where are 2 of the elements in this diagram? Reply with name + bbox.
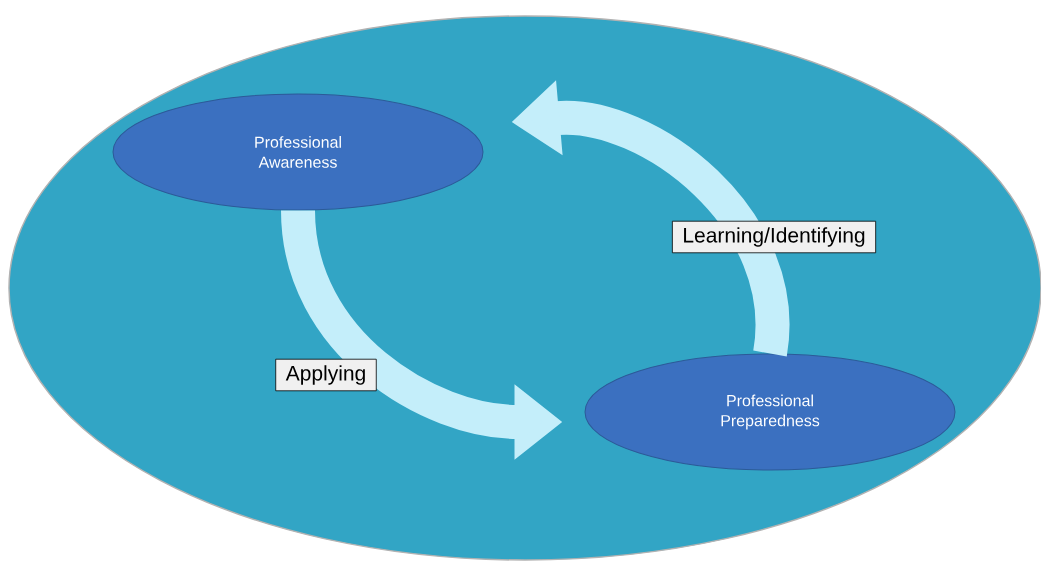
- label-box: Applying: [275, 358, 377, 392]
- label-box: Learning/Identifying: [671, 220, 877, 254]
